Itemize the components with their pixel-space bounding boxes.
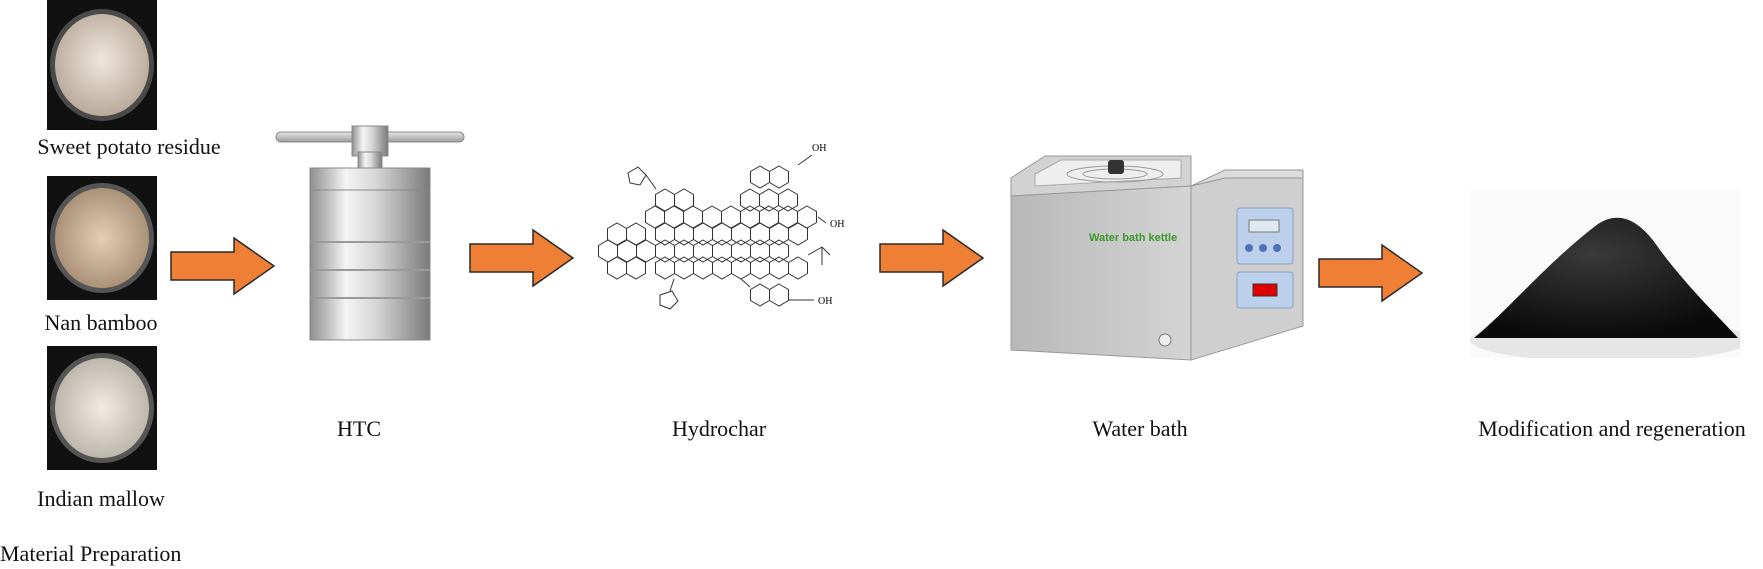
stage-label-water-bath: Water bath xyxy=(1092,416,1188,441)
powder-dish-icon xyxy=(50,9,154,121)
powder-dish-icon xyxy=(50,353,154,463)
water-bath-kettle-icon: Water bath kettle xyxy=(1010,155,1304,361)
indian-mallow-photo xyxy=(47,346,157,470)
arrow-4 xyxy=(1318,243,1424,303)
hydrochar-structure-icon: OH OH OH xyxy=(598,143,844,310)
hydroxyl-label: OH xyxy=(818,296,832,307)
hydroxyl-label: OH xyxy=(830,219,844,230)
stage-label-htc: HTC xyxy=(337,416,381,441)
arrow-3 xyxy=(879,228,985,288)
powder-dish-icon xyxy=(50,183,154,293)
arrow-1 xyxy=(170,236,276,296)
nan-bamboo-photo xyxy=(47,176,157,300)
modified-hydrochar-photo xyxy=(1470,190,1740,358)
kettle-label: Water bath kettle xyxy=(1089,232,1177,244)
sweet-potato-residue-photo xyxy=(47,0,157,130)
arrow-2 xyxy=(469,228,575,288)
stage-label-hydrochar: Hydrochar xyxy=(671,416,767,441)
htc-reactor-icon xyxy=(275,125,465,341)
material-label-sweet-potato: Sweet potato residue xyxy=(37,134,221,159)
material-label-indian-mallow: Indian mallow xyxy=(37,486,165,511)
material-preparation-label: Material Preparation xyxy=(0,541,182,566)
hydroxyl-label: OH xyxy=(812,143,826,154)
black-powder-pile-icon xyxy=(1470,217,1740,358)
material-label-nan-bamboo: Nan bamboo xyxy=(44,310,158,335)
stage-label-modification: Modification and regeneration xyxy=(1478,416,1746,441)
